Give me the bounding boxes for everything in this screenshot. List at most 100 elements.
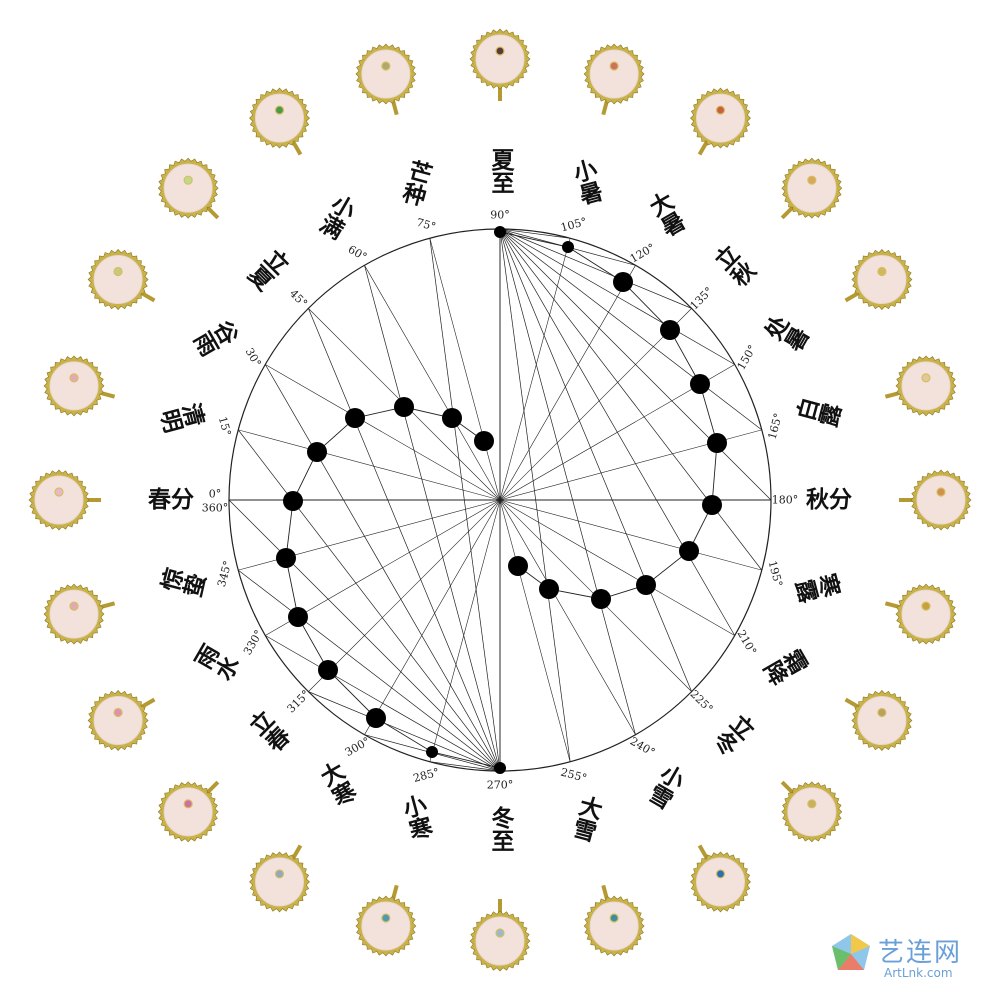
gem-stone	[609, 913, 619, 923]
degree-label: 60°	[346, 243, 369, 264]
gem-medallion	[780, 780, 843, 843]
gem-face	[787, 787, 837, 837]
degree-label: 165°	[766, 412, 785, 441]
radial-line	[364, 265, 501, 501]
gem-medallion	[844, 690, 913, 751]
sun-dot	[318, 660, 338, 680]
term-label: 秋分	[806, 487, 852, 513]
gem-medallion	[43, 583, 116, 645]
gem-stone	[877, 266, 887, 277]
degree-label: 15°	[216, 415, 234, 437]
gem-medallion	[87, 690, 156, 751]
term-label: 霜降	[758, 642, 812, 689]
gem-face	[93, 696, 143, 745]
sun-dot	[679, 541, 699, 561]
gem-stone	[807, 799, 817, 809]
gem-stone	[183, 799, 193, 809]
sun-dot	[426, 746, 438, 758]
term-label: 清明	[155, 396, 208, 435]
watermark: 艺连网 ArtLnk.com	[828, 928, 978, 988]
degree-label: 270°	[487, 779, 514, 792]
construction-lines	[228, 228, 772, 772]
term-label: 春分	[147, 487, 194, 513]
degree-label: 105°	[559, 215, 588, 234]
gem-face	[589, 49, 639, 99]
gem-face	[696, 93, 745, 143]
sun-dot	[508, 556, 528, 576]
term-label: 小雪	[642, 759, 689, 813]
gem-face	[787, 163, 837, 213]
sun-dot	[539, 579, 559, 599]
radial-line	[429, 238, 501, 501]
gem-face	[34, 475, 84, 525]
degree-label: 300°	[343, 735, 372, 760]
sun-dot	[613, 272, 633, 292]
degree-label: 75°	[415, 216, 437, 234]
fan-line-bottom	[308, 691, 501, 772]
degree-label: 195°	[766, 559, 785, 588]
term-label: 夏至	[487, 148, 515, 194]
term-label: 谷雨	[188, 313, 243, 360]
sun-dot	[702, 495, 722, 515]
degree-label: 285°	[412, 766, 441, 785]
gem-medallion	[469, 899, 531, 972]
gem-medallion	[157, 157, 220, 220]
gem-stone	[715, 869, 726, 879]
gem-medallion	[899, 469, 972, 531]
degree-label-alt: 360°	[202, 502, 229, 515]
gem-medallion	[780, 157, 843, 220]
gem-face	[361, 49, 411, 99]
gem-stone	[381, 913, 391, 923]
sun-dot	[591, 589, 611, 609]
sun-dot	[366, 708, 386, 728]
radial-line	[364, 499, 501, 735]
gem-medallion	[157, 780, 220, 843]
fan-line-bottom	[237, 429, 501, 772]
radial-line	[429, 499, 501, 762]
gem-medallion	[355, 43, 417, 116]
gem-stone	[54, 487, 64, 497]
gem-medallion	[884, 355, 957, 417]
gem-face	[916, 475, 966, 525]
term-label: 大雪	[567, 792, 606, 844]
degree-label: 150°	[735, 343, 760, 372]
gem-medallion	[28, 469, 101, 531]
degree-label: 345°	[215, 559, 234, 588]
degree-label: 240°	[628, 735, 657, 760]
term-label: 寒露	[792, 566, 845, 605]
gem-stone	[936, 487, 946, 497]
gem-face	[255, 93, 304, 143]
gem-face	[901, 361, 951, 411]
gem-face	[589, 901, 639, 951]
degree-label: 45°	[287, 287, 310, 310]
term-label: 立冬	[706, 707, 759, 760]
sun-dot	[442, 408, 462, 428]
gem-stone	[921, 373, 931, 383]
gem-stone	[495, 46, 505, 56]
fan-line-top	[499, 228, 571, 762]
term-label: 大暑	[642, 188, 689, 243]
term-label: 小寒	[396, 792, 435, 845]
term-label: 大寒	[313, 758, 360, 813]
gem-stone	[274, 869, 285, 879]
radial-line	[499, 499, 571, 762]
radial-line	[265, 364, 501, 501]
degree-label: 330°	[241, 628, 266, 657]
gem-stone	[495, 928, 505, 938]
term-label: 立春	[241, 705, 294, 758]
gem-stone	[921, 601, 931, 611]
fan-line-bottom	[429, 238, 501, 772]
gem-face	[163, 163, 213, 213]
sun-dot	[562, 241, 574, 253]
fan-line-top	[499, 228, 692, 692]
gem-medallion	[249, 87, 310, 156]
sun-dot	[690, 374, 710, 394]
gem-stone	[807, 175, 817, 185]
dot-layer	[276, 226, 727, 774]
degree-label: 255°	[559, 766, 588, 785]
sun-dot	[394, 397, 414, 417]
term-label: 小暑	[567, 156, 606, 209]
degree-label: 90°	[490, 209, 510, 222]
